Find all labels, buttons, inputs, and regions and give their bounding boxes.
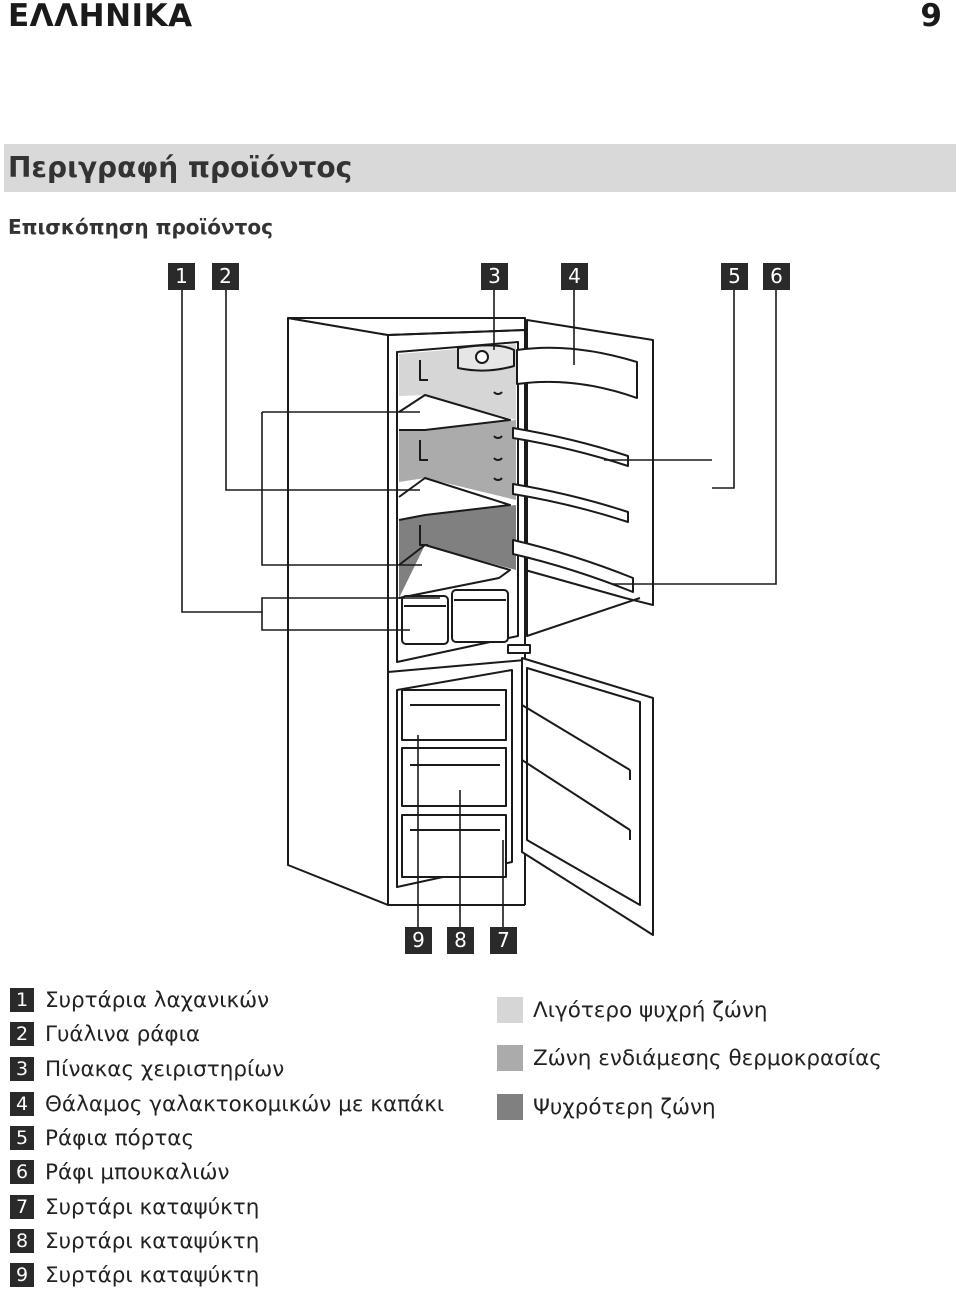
legend-number: 5 [10, 1126, 34, 1150]
zone-legend-item: Λιγότερο ψυχρή ζώνη [497, 995, 768, 1025]
legend-label: Συρτάρι καταψύκτη [45, 1228, 260, 1254]
bottle-shelf [512, 539, 634, 593]
legend-number: 9 [10, 1263, 34, 1287]
legend-item: 8 Συρτάρι καταψύκτη [10, 1226, 259, 1256]
zone-bottom [399, 505, 516, 598]
fridge-illustration [181, 290, 777, 936]
dairy-compartment [516, 346, 638, 399]
section-subtitle: Επισκόπηση προϊόντος [8, 215, 274, 239]
callout-6: 6 [763, 263, 790, 290]
door-shelf-1 [512, 427, 629, 467]
legend-label: Γυάλινα ράφια [45, 1021, 201, 1047]
page-number: 9 [920, 0, 942, 34]
legend-item: 2 Γυάλινα ράφια [10, 1019, 200, 1049]
legend-item: 9 Συρτάρι καταψύκτη [10, 1260, 259, 1290]
freezer-drawer-2 [401, 747, 507, 807]
freezer-drawer-1 [401, 689, 507, 741]
callout-2: 2 [212, 263, 239, 290]
section-heading-bar [4, 144, 956, 192]
callout-7: 7 [490, 927, 517, 954]
legend-item: 1 Συρτάρια λαχανικών [10, 985, 269, 1015]
zone-label: Λιγότερο ψυχρή ζώνη [533, 997, 768, 1023]
legend-label: Ράφια πόρτας [45, 1125, 195, 1151]
legend-number: 6 [10, 1160, 34, 1184]
glass-shelf-3 [398, 544, 511, 599]
legend-item: 5 Ράφια πόρτας [10, 1123, 194, 1153]
legend-number: 8 [10, 1229, 34, 1253]
legend-item: 6 Ράφι μπουκαλιών [10, 1157, 230, 1187]
legend-number: 1 [10, 988, 34, 1012]
zone-swatch-coldest [497, 1094, 523, 1120]
callout-9: 9 [405, 927, 432, 954]
zone-label: Ζώνη ενδιάμεσης θερμοκρασίας [533, 1045, 882, 1071]
callout-5: 5 [721, 263, 748, 290]
legend-label: Συρτάρι καταψύκτη [45, 1194, 260, 1220]
document-language: ΕΛΛΗΝΙΚΑ [8, 0, 193, 34]
glass-shelf-1 [398, 394, 511, 431]
legend-label: Συρτάρια λαχανικών [45, 987, 270, 1013]
legend-number: 3 [10, 1057, 34, 1081]
freezer-door [521, 657, 654, 936]
legend-number: 2 [10, 1022, 34, 1046]
callout-8: 8 [447, 927, 474, 954]
legend-item: 4 Θάλαμος γαλακτοκομικών με καπάκι [10, 1089, 444, 1119]
legend-item: 3 Πίνακας χειριστηρίων [10, 1054, 284, 1084]
legend-number: 7 [10, 1195, 34, 1219]
legend-number: 4 [10, 1092, 34, 1116]
crisper-drawer-right [451, 589, 509, 643]
legend-label: Θάλαμος γαλακτοκομικών με καπάκι [45, 1091, 445, 1117]
crisper-drawer-left [401, 595, 449, 645]
glass-shelf-2 [398, 477, 511, 521]
callout-4: 4 [561, 263, 588, 290]
legend-label: Ράφι μπουκαλιών [45, 1159, 230, 1185]
zone-swatch-least-cold [497, 997, 523, 1023]
cabinet-body [287, 317, 389, 906]
leader-lines [181, 290, 777, 928]
zone-swatch-intermediate [497, 1045, 523, 1071]
section-title: Περιγραφή προϊόντος [8, 151, 353, 184]
zone-middle [399, 420, 516, 500]
zone-label: Ψυχρότερη ζώνη [533, 1094, 716, 1120]
legend-label: Πίνακας χειριστηρίων [45, 1056, 285, 1082]
door-shelf-2 [512, 483, 629, 523]
zone-legend-item: Ζώνη ενδιάμεσης θερμοκρασίας [497, 1043, 882, 1073]
zone-legend-item: Ψυχρότερη ζώνη [497, 1092, 716, 1122]
freezer-drawer-3 [401, 814, 507, 878]
legend-label: Συρτάρι καταψύκτη [45, 1262, 260, 1288]
callout-1: 1 [168, 263, 195, 290]
legend-item: 7 Συρτάρι καταψύκτη [10, 1192, 259, 1222]
callout-3: 3 [481, 263, 508, 290]
